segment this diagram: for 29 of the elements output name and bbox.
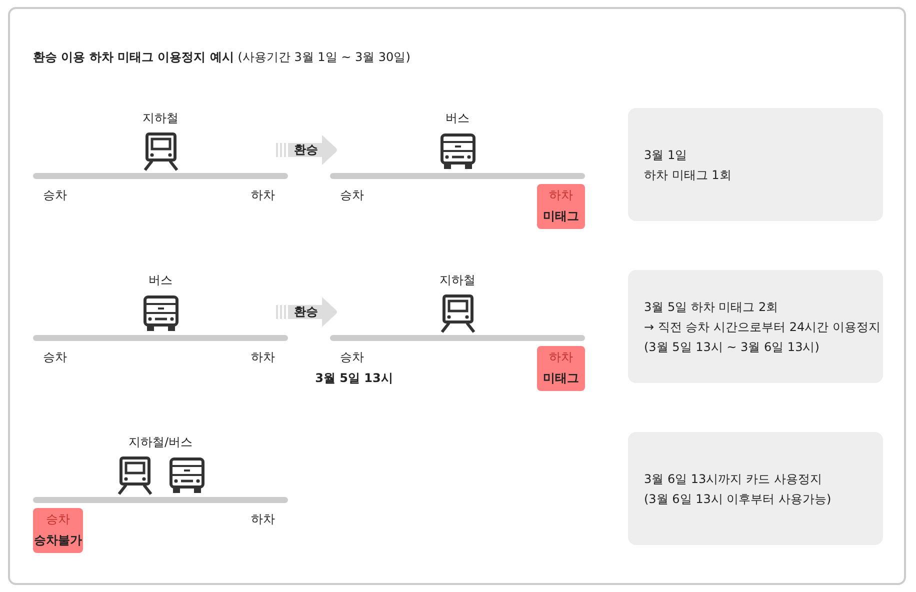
time-note: 3월 5일 13시 (315, 370, 393, 387)
stop-label: 승차 (340, 349, 364, 366)
info-text: 3월 6일 13시까지 카드 사용정지 (644, 470, 822, 488)
stop-label: 하차 (549, 187, 573, 204)
stop-label: 하차 (251, 187, 275, 204)
untagged-label: 미태그 (543, 370, 579, 387)
info-text: (3월 6일 13시 이후부터 사용가능) (644, 490, 832, 508)
untagged-label: 미태그 (543, 208, 579, 225)
transport-label: 지하철/버스 (128, 434, 193, 451)
edge-label: 환승 (294, 142, 318, 158)
title: 환승 이용 하차 미태그 이용정지 예시 (사용기간 3월 1일 ~ 3월 30일) (33, 49, 410, 66)
transport-label: 버스 (148, 272, 172, 289)
info-text: → 직전 승차 시간으로부터 24시간 이용정지 (644, 318, 880, 336)
stop-label: 승차 (46, 511, 70, 528)
info-text: (3월 5일 13시 ~ 3월 6일 13시) (644, 338, 820, 356)
stop-label: 하차 (549, 349, 573, 366)
stop-label: 하차 (251, 349, 275, 366)
transport-label: 버스 (446, 110, 470, 127)
stop-label: 승차 (340, 187, 364, 204)
info-text: 하차 미태그 1회 (644, 166, 732, 184)
transport-label: 지하철 (440, 272, 476, 289)
info-text: 3월 1일 (644, 146, 688, 164)
info-text: 3월 5일 하차 미태그 2회 (644, 298, 778, 316)
stop-label: 승차 (43, 187, 67, 204)
transport-label: 지하철 (142, 110, 178, 127)
stop-label: 하차 (251, 511, 275, 528)
boarding-denied-label: 승차불가 (34, 532, 82, 549)
edge-label: 환승 (294, 304, 318, 320)
stop-label: 승차 (43, 349, 67, 366)
